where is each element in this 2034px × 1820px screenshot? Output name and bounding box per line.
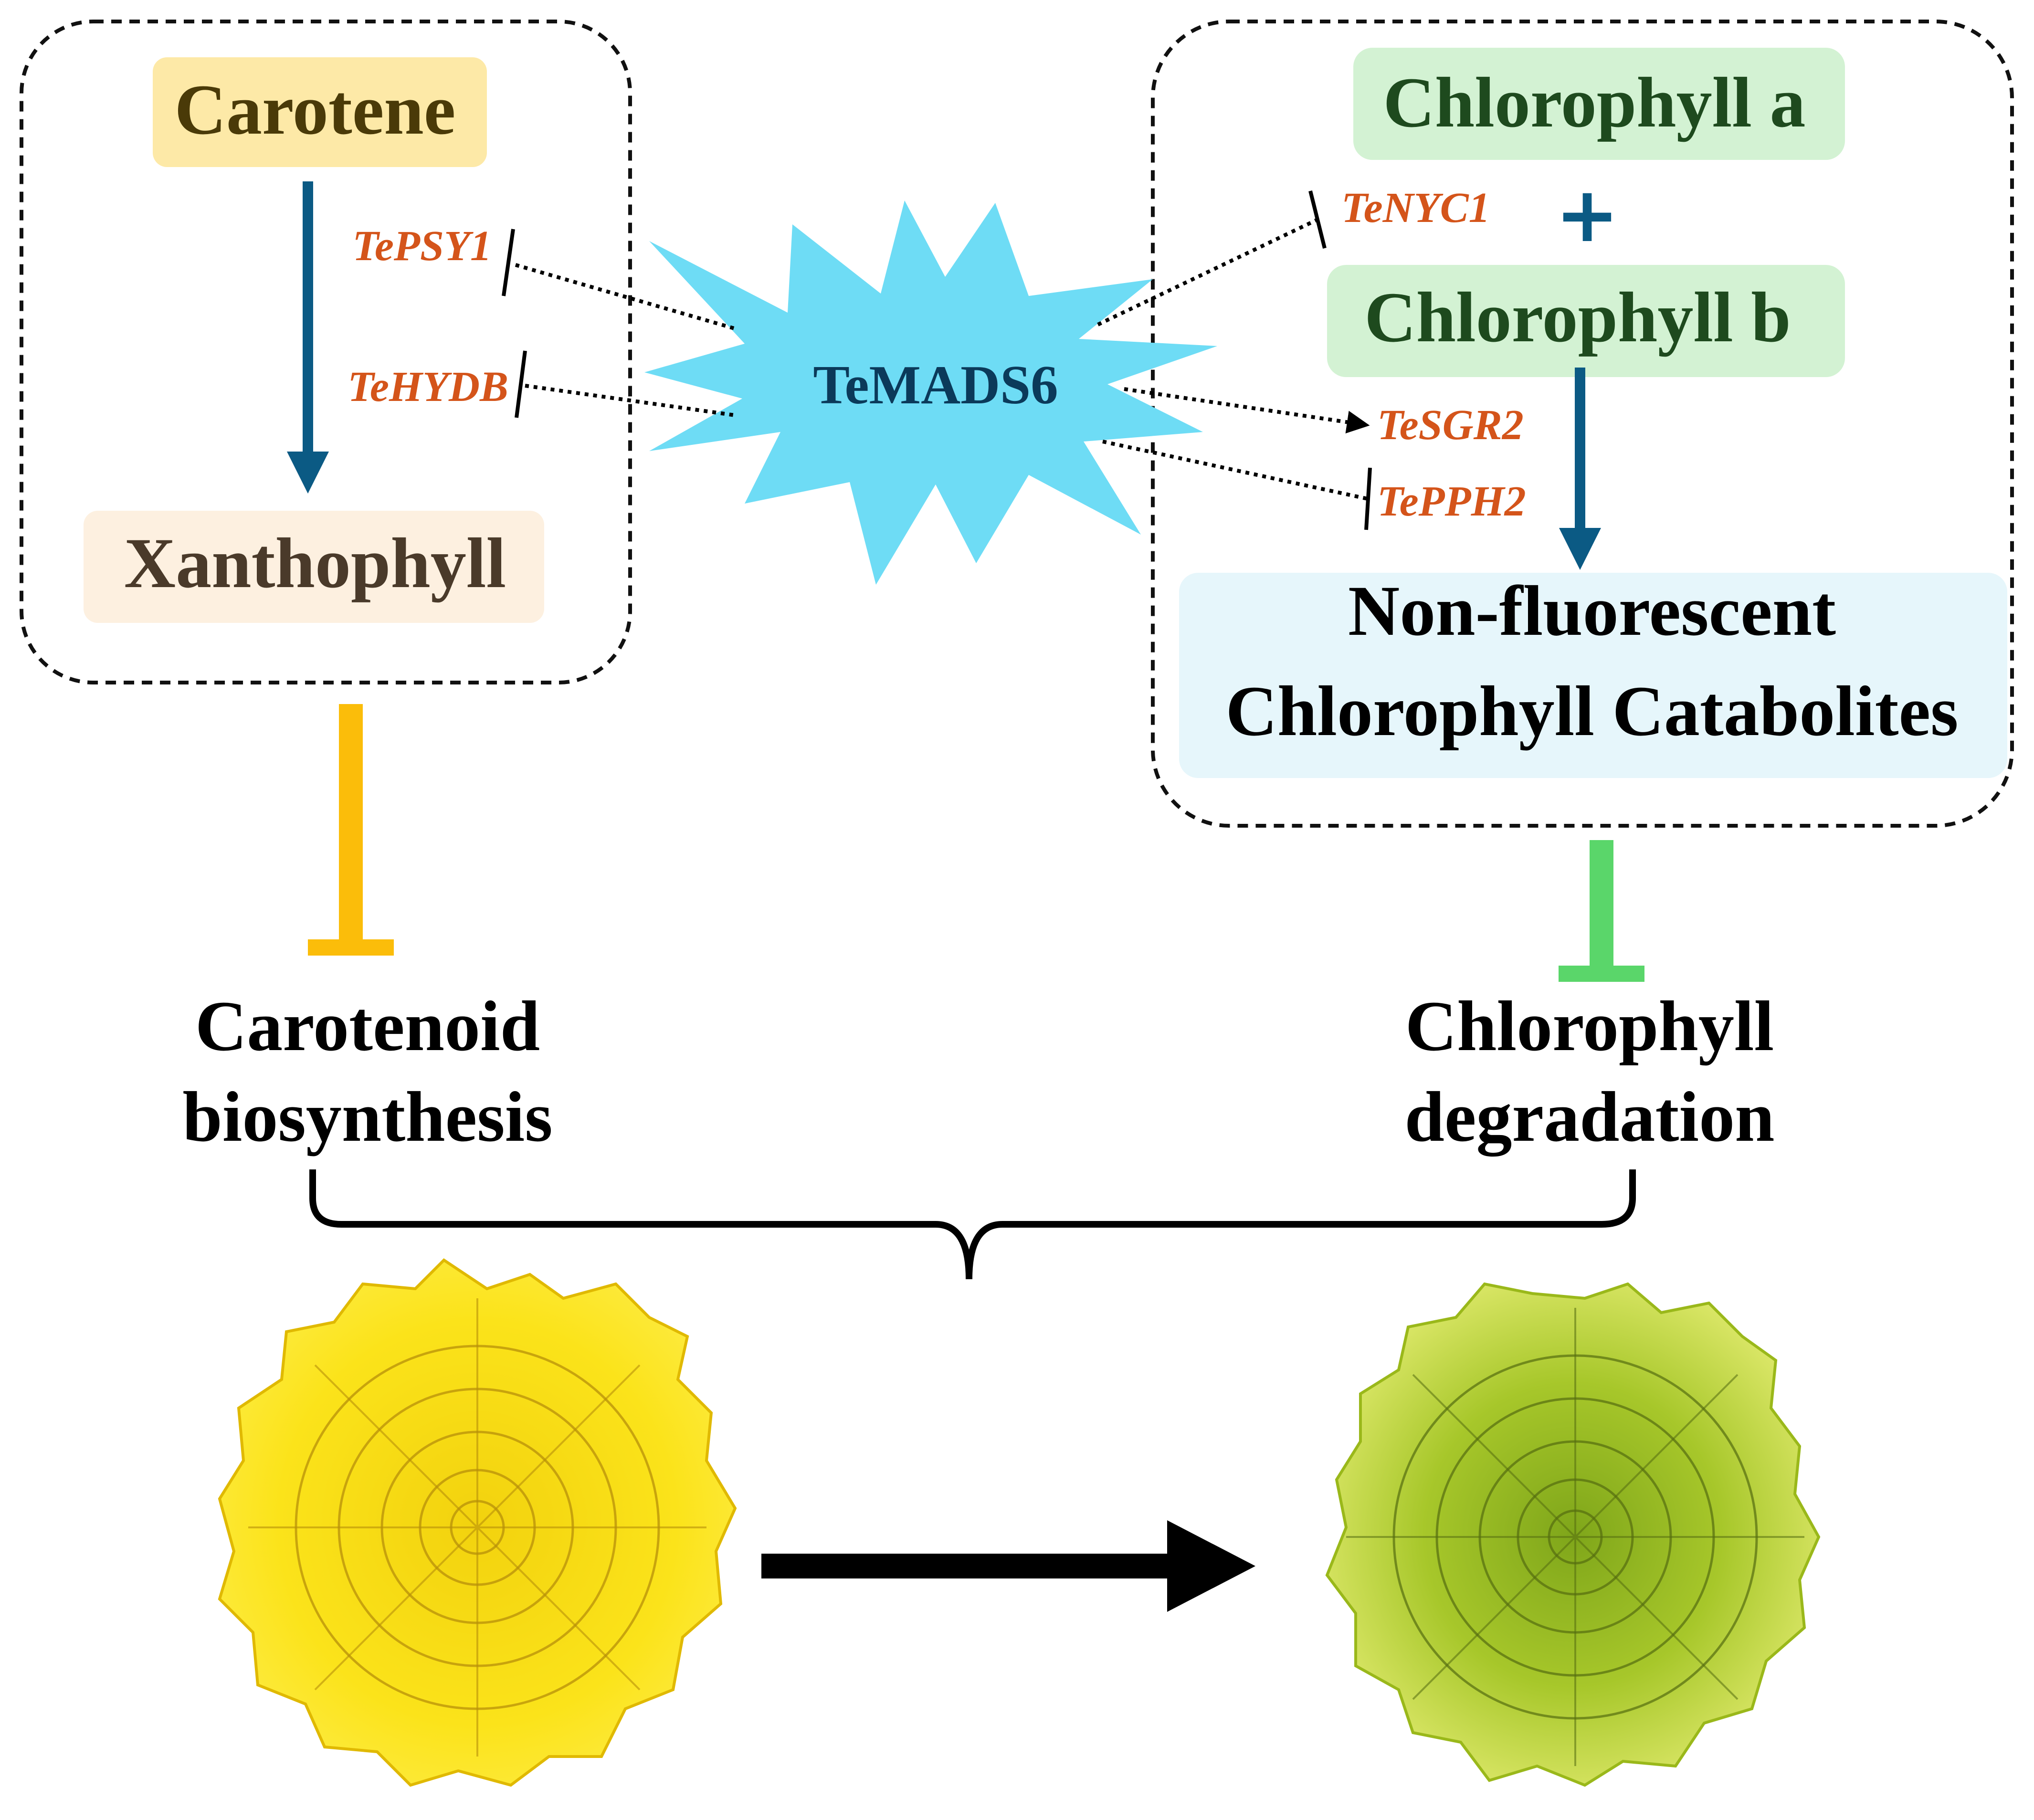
temads6-starburst (644, 200, 1217, 585)
chlorophyll-b-label: Chlorophyll b (1364, 278, 1791, 357)
ncc-label-line1: Non-fluorescent (1348, 571, 1836, 651)
gene-tesgr2: TeSGR2 (1377, 401, 1524, 449)
inhibit-bar-tepph2 (1364, 467, 1372, 530)
transition-arrow (761, 1520, 1255, 1612)
inhibit-bar-tepsy1 (502, 229, 515, 296)
plus-sign: + (1555, 170, 1619, 259)
connector-tepph2 (1102, 440, 1368, 501)
chlorophyll-b-box (1327, 265, 1845, 377)
green-flower-image (1325, 1282, 1821, 1787)
connector-tesgr2 (1124, 387, 1370, 434)
carotene-box (153, 57, 487, 167)
chlorophyll-panel (1151, 20, 2014, 828)
xanthophyll-label: Xanthophyll (124, 524, 506, 603)
curly-brace (309, 1169, 1636, 1280)
temads6-label: TeMADS6 (813, 355, 1058, 415)
chlorophyll-a-box (1353, 48, 1845, 160)
outcome-right-line1: Chlorophyll (1405, 987, 1774, 1066)
connector-tenyc1 (1097, 218, 1318, 326)
outcome-right-line2: degradation (1404, 1077, 1774, 1157)
gene-tehydb: TeHYDB (348, 363, 508, 410)
chlorophyll-a-label: Chlorophyll a (1383, 63, 1806, 142)
ncc-label-line2: Chlorophyll Catabolites (1226, 672, 1959, 751)
outcome-left-line1: Carotenoid (195, 987, 540, 1066)
carotene-label: Carotene (175, 70, 456, 149)
yellow-flower-image (218, 1258, 737, 1787)
gene-tepph2: TePPH2 (1377, 478, 1526, 525)
gene-tepsy1: TePSY1 (352, 222, 492, 270)
ncc-box (1179, 573, 2007, 778)
inhibit-bar-tehydb (515, 350, 527, 418)
outcome-left-line2: biosynthesis (182, 1077, 552, 1157)
connector-tehydb (525, 384, 736, 417)
connector-tepsy1 (515, 263, 738, 331)
gene-tenyc1: TeNYC1 (1341, 184, 1490, 231)
xanthophyll-box (84, 511, 544, 623)
carotenoid-panel (20, 20, 632, 684)
